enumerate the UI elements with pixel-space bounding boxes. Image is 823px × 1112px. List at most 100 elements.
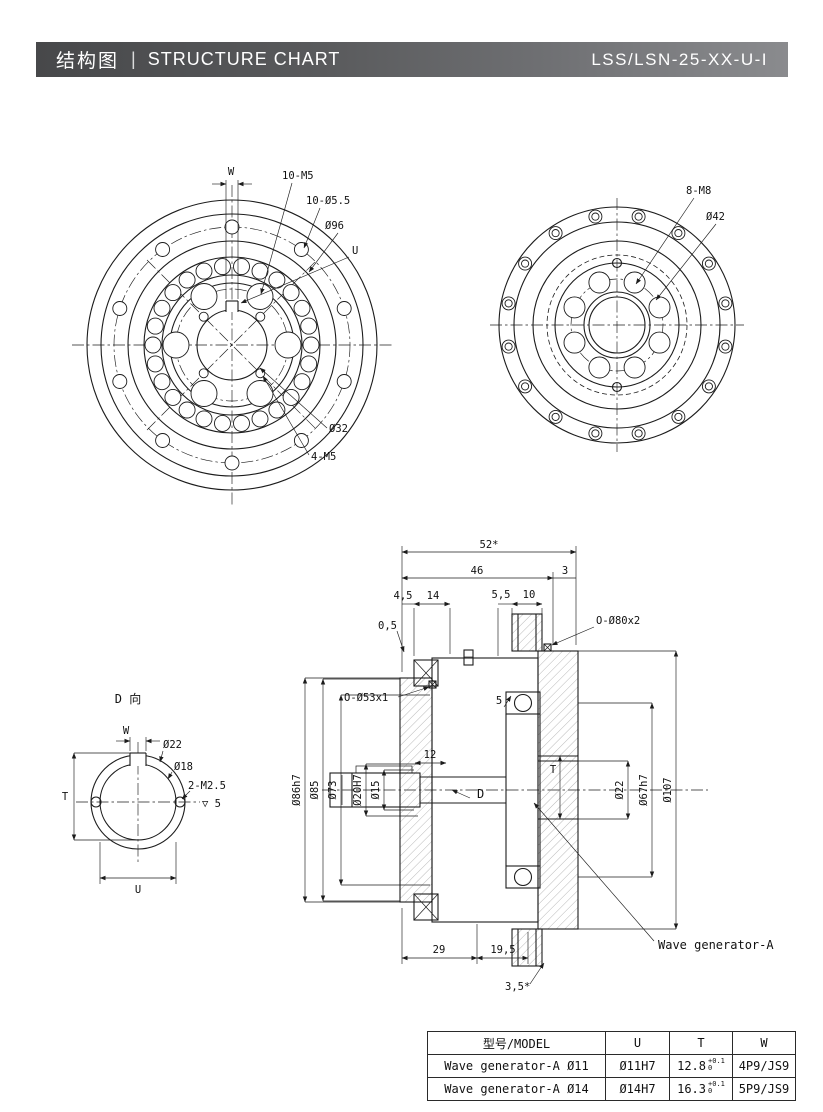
section-oring-labels: O-Ø80x2 O-Ø53x1 — [344, 615, 640, 704]
cell-w: 4P9/JS9 — [732, 1054, 796, 1078]
dim-12: 12 — [424, 749, 437, 761]
dim-14: 14 — [427, 590, 440, 602]
model-table: 型号/MODEL U T W Wave generator-A Ø11 Ø11H… — [427, 1031, 796, 1101]
dim-d20h7: Ø20H7 — [352, 774, 364, 806]
front-dim-w-group: W — [212, 166, 252, 299]
cross-roller-bearing-top — [413, 659, 439, 687]
section-dims-left: Ø86h7 Ø85 Ø73 Ø20H7 Ø15 — [291, 677, 430, 903]
dim-d86h7: Ø86h7 — [291, 774, 303, 806]
dim-45: 4,5 — [394, 590, 413, 602]
keyway-mask — [226, 301, 238, 312]
front-label-d96: Ø96 — [325, 220, 344, 232]
dim-d73: Ø73 — [327, 781, 339, 800]
bearing-balls — [144, 258, 320, 432]
header-title-zh: 结构图 — [56, 51, 120, 72]
t-tol-lower: 0 — [708, 1087, 713, 1096]
threaded-holes-4m5 — [198, 311, 266, 379]
wave-bearing-top — [505, 691, 541, 715]
dim-29: 29 — [433, 944, 446, 956]
section-dims-top: 52* 46 3 4,5 14 5,5 10 0,5 — [378, 539, 577, 672]
front-view: W 10-M5 10-Ø5.5 Ø96 U Ø32 4-M5 — [72, 166, 392, 505]
dim-46: 46 — [471, 565, 484, 577]
wave-generator-callout: Wave generator-A — [533, 802, 774, 952]
t-tol-upper: +0.1 — [708, 1079, 725, 1088]
dim-195: 19,5 — [490, 944, 515, 956]
pin-hole-top — [611, 257, 623, 269]
table-header-model: 型号/MODEL — [427, 1031, 606, 1055]
dim-d107: Ø107 — [662, 777, 674, 802]
section-dims-right: Ø22 Ø67h7 Ø107 — [578, 650, 679, 930]
front-label-4m5: 4-M5 — [311, 451, 336, 463]
wave-bearing-bottom — [505, 865, 541, 889]
label-d: D — [477, 787, 484, 801]
threaded-hole-m25 — [90, 796, 102, 808]
header-title-en: STRUCTURE CHART — [147, 49, 341, 69]
t-tol-lower: 0 — [708, 1064, 713, 1073]
detail-dim-t: T — [62, 791, 69, 803]
dim-d22: Ø22 — [614, 781, 626, 800]
detail-label-2m25: 2-M2.5 — [188, 780, 226, 792]
set-screw — [463, 649, 474, 666]
dim-d67h7: Ø67h7 — [638, 774, 650, 806]
bearing-ball — [513, 867, 533, 887]
housing-screws — [501, 209, 733, 441]
housing-outer-circle — [498, 206, 736, 444]
table-header-t: T — [669, 1031, 733, 1055]
dim-d15: Ø15 — [370, 781, 382, 800]
detail-label-d22: Ø22 — [163, 739, 182, 751]
front-label-10m5: 10-M5 — [282, 170, 314, 182]
cell-u: Ø14H7 — [605, 1077, 670, 1101]
label-oring-left: O-Ø53x1 — [344, 692, 388, 704]
header-separator: | — [131, 49, 136, 69]
dim-3: 3 — [562, 565, 568, 577]
page-header: 结构图 | STRUCTURE CHART LSS/LSN-25-XX-U-I — [36, 42, 788, 77]
flange-outer-circle — [86, 199, 378, 491]
cell-model: Wave generator-A Ø11 — [427, 1054, 606, 1078]
rear-view: 8-M8 Ø42 — [490, 185, 744, 452]
bearing-outer-circle — [143, 256, 321, 434]
section-body — [329, 613, 579, 967]
detail-dim-t-group: T — [62, 752, 138, 841]
detail-dim-u: U — [135, 884, 141, 896]
pin-hole-bottom — [611, 381, 623, 393]
section-dims-bottom: 29 19,5 3,5* — [401, 908, 545, 993]
left-flange — [399, 677, 433, 903]
bearing-ball — [513, 693, 533, 713]
label-oring-top: O-Ø80x2 — [596, 615, 640, 627]
t-value: 12.8 — [677, 1058, 707, 1073]
detail-leaders: Ø22 Ø18 2-M2.5 ▽ 5 — [159, 739, 226, 810]
right-flange — [537, 650, 579, 930]
keyway-mask — [130, 753, 146, 766]
table-header-u: U — [605, 1031, 670, 1055]
threaded-hole-m25 — [174, 796, 186, 808]
bottom-hub — [511, 928, 543, 967]
rear-label-d42: Ø42 — [706, 211, 725, 223]
table-header-w: W — [732, 1031, 796, 1055]
header-title: 结构图 | STRUCTURE CHART — [56, 46, 340, 73]
hidden-circle — [546, 254, 688, 396]
keyway — [225, 300, 239, 312]
detail-label-d18: Ø18 — [174, 761, 193, 773]
detail-dim-w: W — [123, 725, 130, 737]
bearing-inner-circle — [161, 274, 303, 416]
cross-roller-bearing-bottom — [413, 893, 439, 921]
center-bore — [588, 296, 646, 354]
dim-5: 5 — [496, 695, 502, 707]
dim-d85: Ø85 — [309, 781, 321, 800]
detail-dim-u-group: U — [99, 842, 177, 896]
t-tol-upper: +0.1 — [708, 1056, 725, 1065]
detail-depth-symbol: ▽ 5 — [202, 798, 221, 810]
rear-leaders: 8-M8 Ø42 — [635, 185, 725, 301]
front-leaders: 10-M5 10-Ø5.5 Ø96 U Ø32 4-M5 — [240, 170, 358, 463]
section-view: 52* 46 3 4,5 14 5,5 10 0,5 O-Ø80x2 — [291, 539, 774, 993]
section-dims-inner: 5 12 T D — [414, 695, 563, 820]
front-label-u: U — [352, 245, 358, 257]
detail-keyway — [129, 752, 147, 766]
detail-dim-w-group: W — [116, 725, 160, 751]
